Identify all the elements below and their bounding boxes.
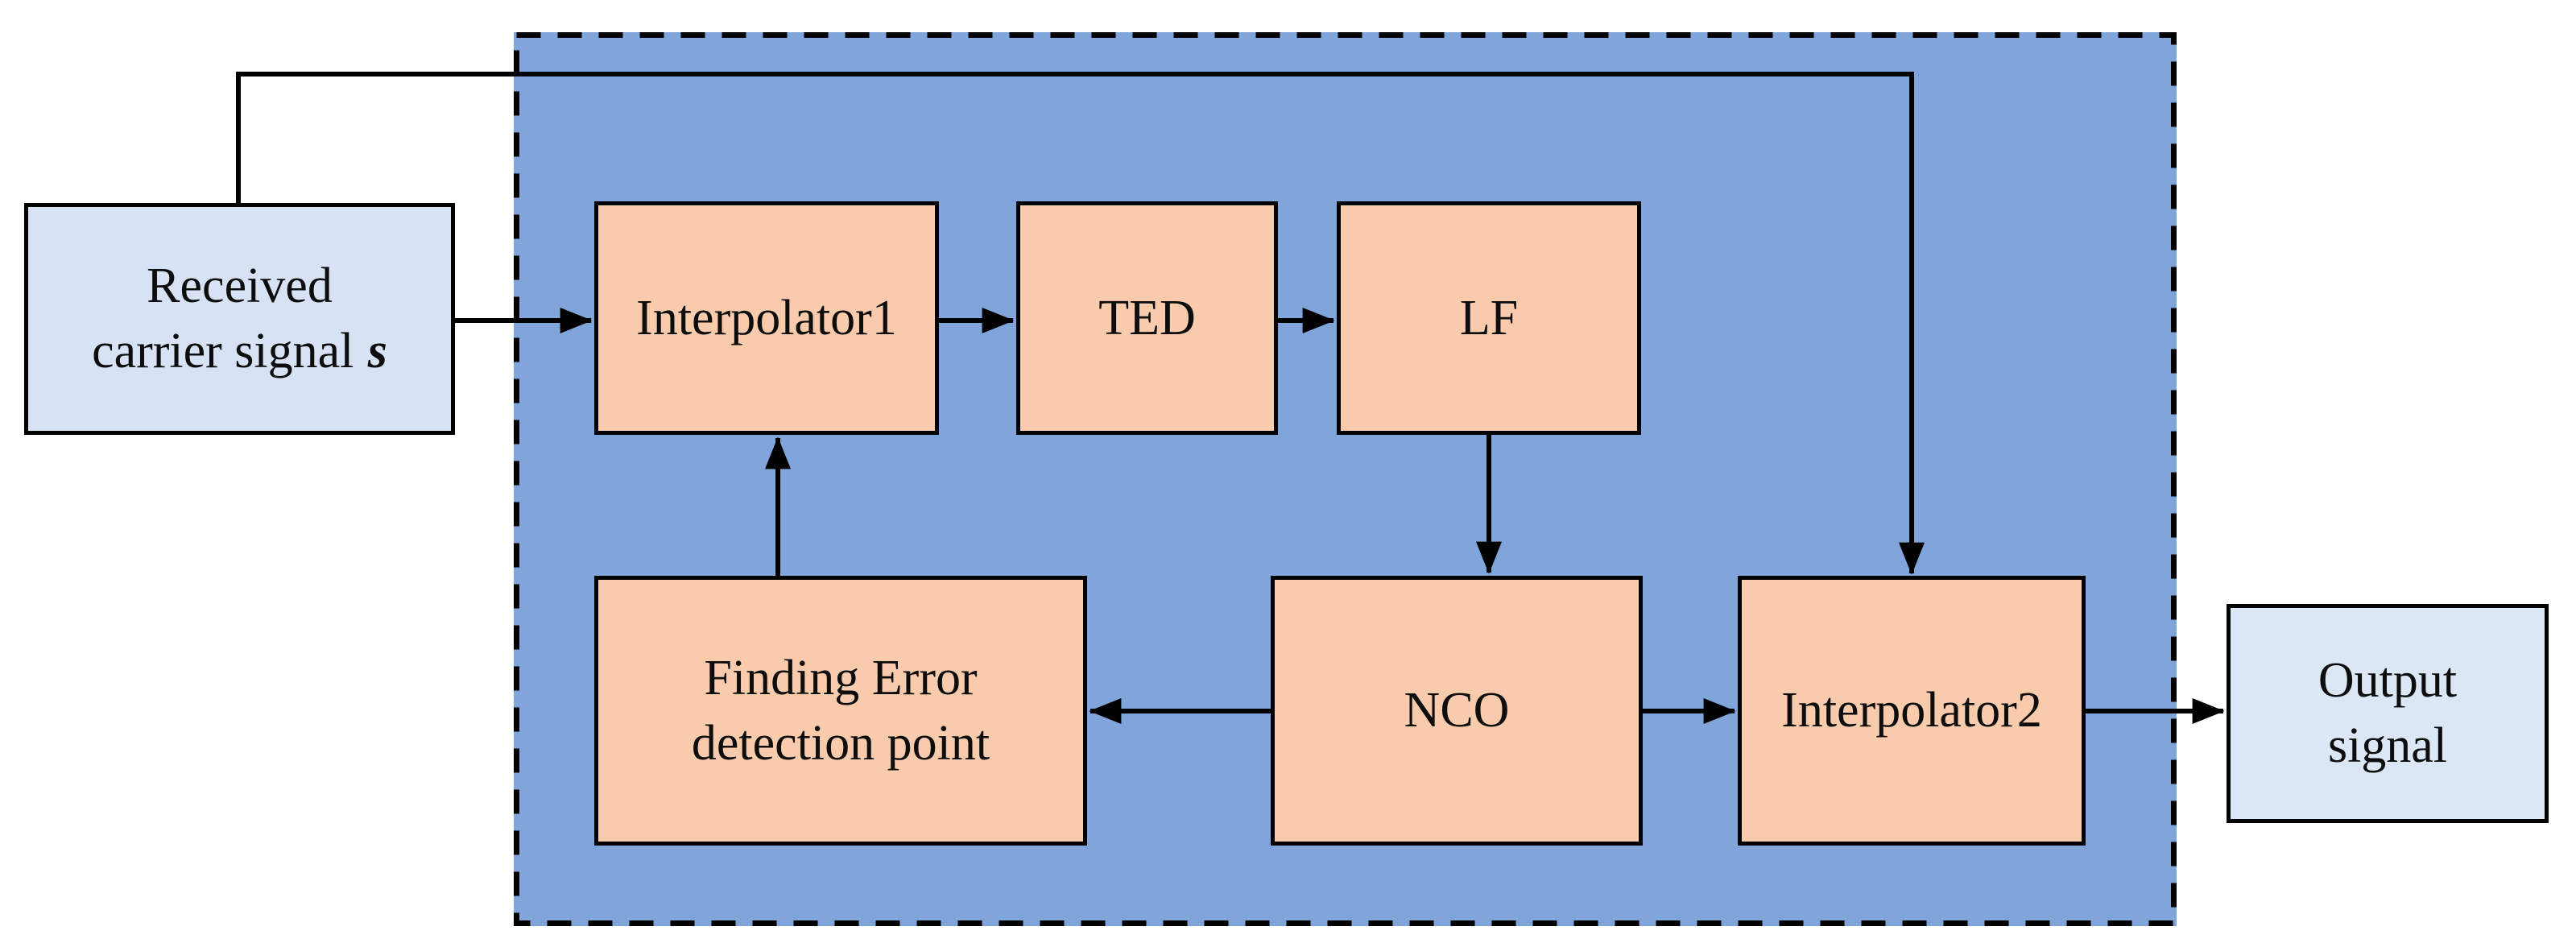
received-signal-symbol: s	[367, 324, 387, 378]
block-lf: LF	[1337, 201, 1641, 435]
interpolator2-label: Interpolator2	[1781, 683, 2042, 738]
block-nco: NCO	[1271, 576, 1643, 846]
finding-error-label-line1: Finding Error	[704, 650, 978, 705]
received-label-line1: Received	[147, 258, 333, 314]
ted-label: TED	[1098, 290, 1196, 345]
interpolator1-label: Interpolator1	[636, 290, 897, 345]
block-interpolator2: Interpolator2	[1738, 576, 2086, 846]
block-finding-error-detection-point: Finding Error detection point	[594, 576, 1087, 846]
block-ted: TED	[1016, 201, 1278, 435]
received-label-line2-text: carrier signal	[92, 324, 354, 378]
lf-label: LF	[1459, 290, 1519, 345]
nco-label: NCO	[1404, 683, 1510, 738]
output-label-line1: Output	[2318, 653, 2458, 709]
block-received-carrier-signal: Received carrier signal s	[24, 203, 455, 435]
block-output-signal: Output signal	[2227, 604, 2549, 823]
finding-error-label-line2: detection point	[691, 715, 990, 771]
block-interpolator1: Interpolator1	[594, 201, 939, 435]
received-label-line2: carrier signal s	[92, 319, 387, 384]
output-label-line2: signal	[2327, 718, 2448, 773]
